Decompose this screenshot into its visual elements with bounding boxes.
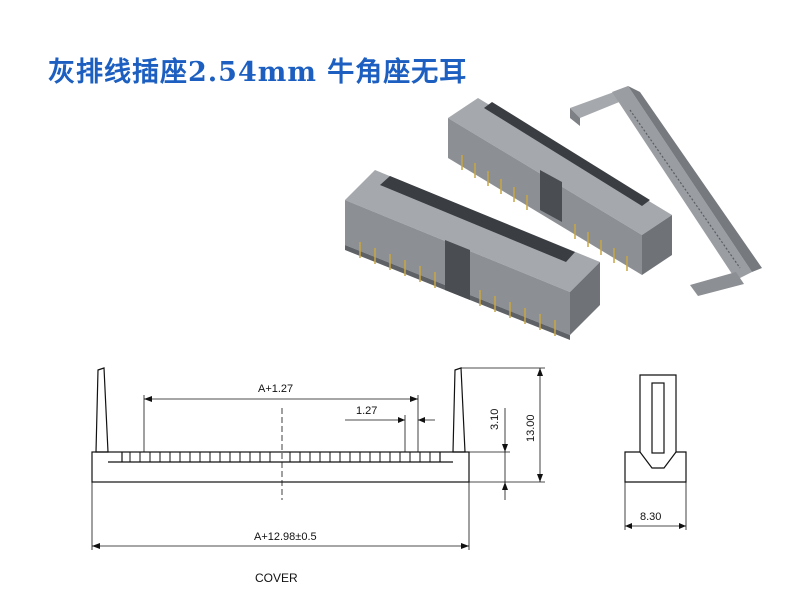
cover-label: COVER	[255, 571, 298, 585]
connector-photo-back	[448, 98, 672, 275]
dim-pitch-label: 1.27	[356, 405, 377, 417]
side-view-drawing	[624, 374, 687, 530]
dim-a-plus-label: A+1.27	[258, 383, 293, 395]
dim-height-total-label: 13.00	[525, 414, 537, 442]
dim-overall-label: A+12.98±0.5	[254, 531, 317, 543]
front-view-drawing	[91, 367, 545, 550]
connector-photo-side	[570, 86, 762, 296]
product-title: 灰排线插座2.54mm 牛角座无耳	[48, 57, 468, 88]
dim-width-label: 8.30	[640, 511, 661, 523]
dim-height-small-label: 3.10	[489, 409, 501, 430]
connector-photo-front	[345, 170, 600, 340]
